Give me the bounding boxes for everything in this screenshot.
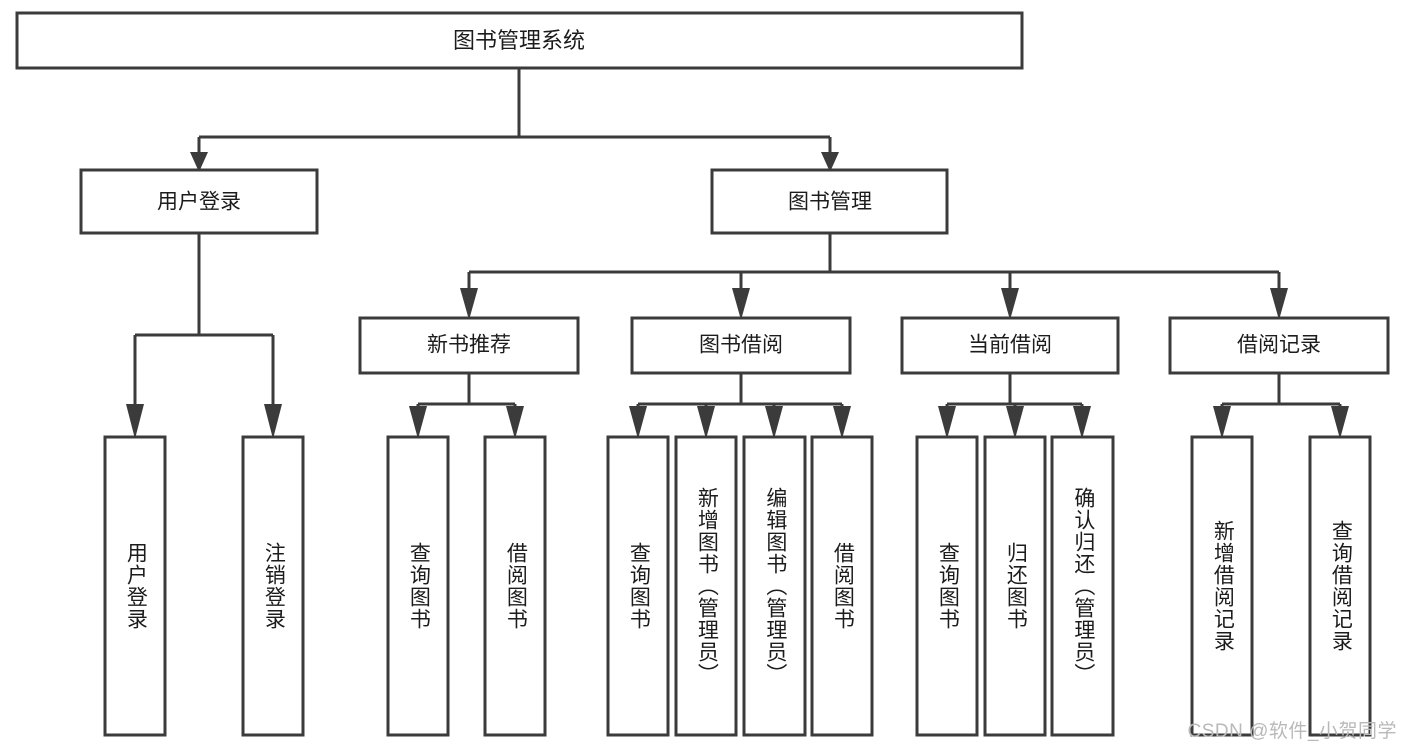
leaf-current-return-box[interactable] — [983, 435, 1047, 737]
node-new-book-recommend-box[interactable] — [358, 316, 580, 375]
arrow-head-leaf-user-login — [126, 404, 144, 439]
arrow-head-leaf-borrow-query — [629, 406, 647, 439]
arrow-head-leaf-newbook-query — [409, 406, 427, 439]
leaf-borrow-add-box[interactable] — [674, 435, 738, 737]
arrow-head-newbook — [460, 288, 478, 320]
node-current-borrow-label: 当前借阅 — [968, 334, 1052, 357]
leaf-current-confirm-box[interactable] — [1050, 435, 1115, 737]
node-book-borrow-label: 图书借阅 — [699, 334, 783, 357]
arrow-head-current — [1001, 288, 1019, 320]
leaf-current-query-box[interactable] — [915, 435, 979, 737]
arrow-head-userlogin — [190, 152, 208, 172]
arrow-head-borrow — [732, 288, 750, 320]
arrow-head-leaf-current-return — [1006, 406, 1024, 439]
node-book-management-label: 图书管理 — [788, 191, 872, 214]
arrow-head-leaf-record-add — [1213, 406, 1231, 439]
arrow-head-leaf-current-confirm — [1073, 406, 1091, 439]
arrow-head-leaf-borrow-edit — [765, 406, 783, 439]
node-root-label: 图书管理系统 — [453, 28, 585, 53]
connectors-group — [126, 68, 1349, 439]
leaf-record-query-box[interactable] — [1308, 435, 1372, 737]
node-book-borrow-box[interactable] — [630, 316, 852, 375]
arrow-head-leaf-borrow-add — [697, 406, 715, 439]
leaf-borrow-query-box[interactable] — [606, 435, 670, 737]
leaf-newbook-borrow-box[interactable] — [483, 435, 547, 737]
node-user-login-box[interactable] — [79, 168, 319, 235]
arrow-head-leaf-newbook-borrow — [506, 406, 524, 439]
leaf-user-logout-box[interactable] — [241, 435, 305, 737]
node-user-login-label: 用户登录 — [157, 191, 241, 214]
node-current-borrow-box[interactable] — [900, 316, 1120, 375]
leaf-newbook-query-box[interactable] — [386, 435, 450, 737]
arrow-head-leaf-borrow-lend — [833, 406, 851, 439]
node-borrow-record-label: 借阅记录 — [1237, 334, 1321, 357]
nodes-group: 图书管理系统 用户登录 图书管理 新书推荐 图书借阅 当前借阅 借阅记录 — [15, 11, 1390, 737]
node-root-box[interactable] — [15, 11, 1024, 70]
node-new-book-recommend-label: 新书推荐 — [427, 334, 511, 357]
arrow-head-leaf-record-query — [1331, 406, 1349, 439]
arrow-head-leaf-user-logout — [264, 404, 282, 439]
node-book-management-box[interactable] — [710, 168, 949, 235]
leaf-borrow-lend-box[interactable] — [810, 435, 874, 737]
leaf-record-add-box[interactable] — [1190, 435, 1254, 737]
leaf-borrow-edit-box[interactable] — [742, 435, 807, 737]
leaf-user-login-box[interactable] — [103, 435, 167, 737]
arrow-head-leaf-current-query — [938, 406, 956, 439]
node-borrow-record-box[interactable] — [1168, 316, 1390, 375]
csdn-watermark: CSDN @软件_小贺同学 — [1187, 721, 1397, 742]
arrow-head-bookmgmt — [821, 152, 839, 172]
arrow-head-record — [1270, 288, 1288, 320]
